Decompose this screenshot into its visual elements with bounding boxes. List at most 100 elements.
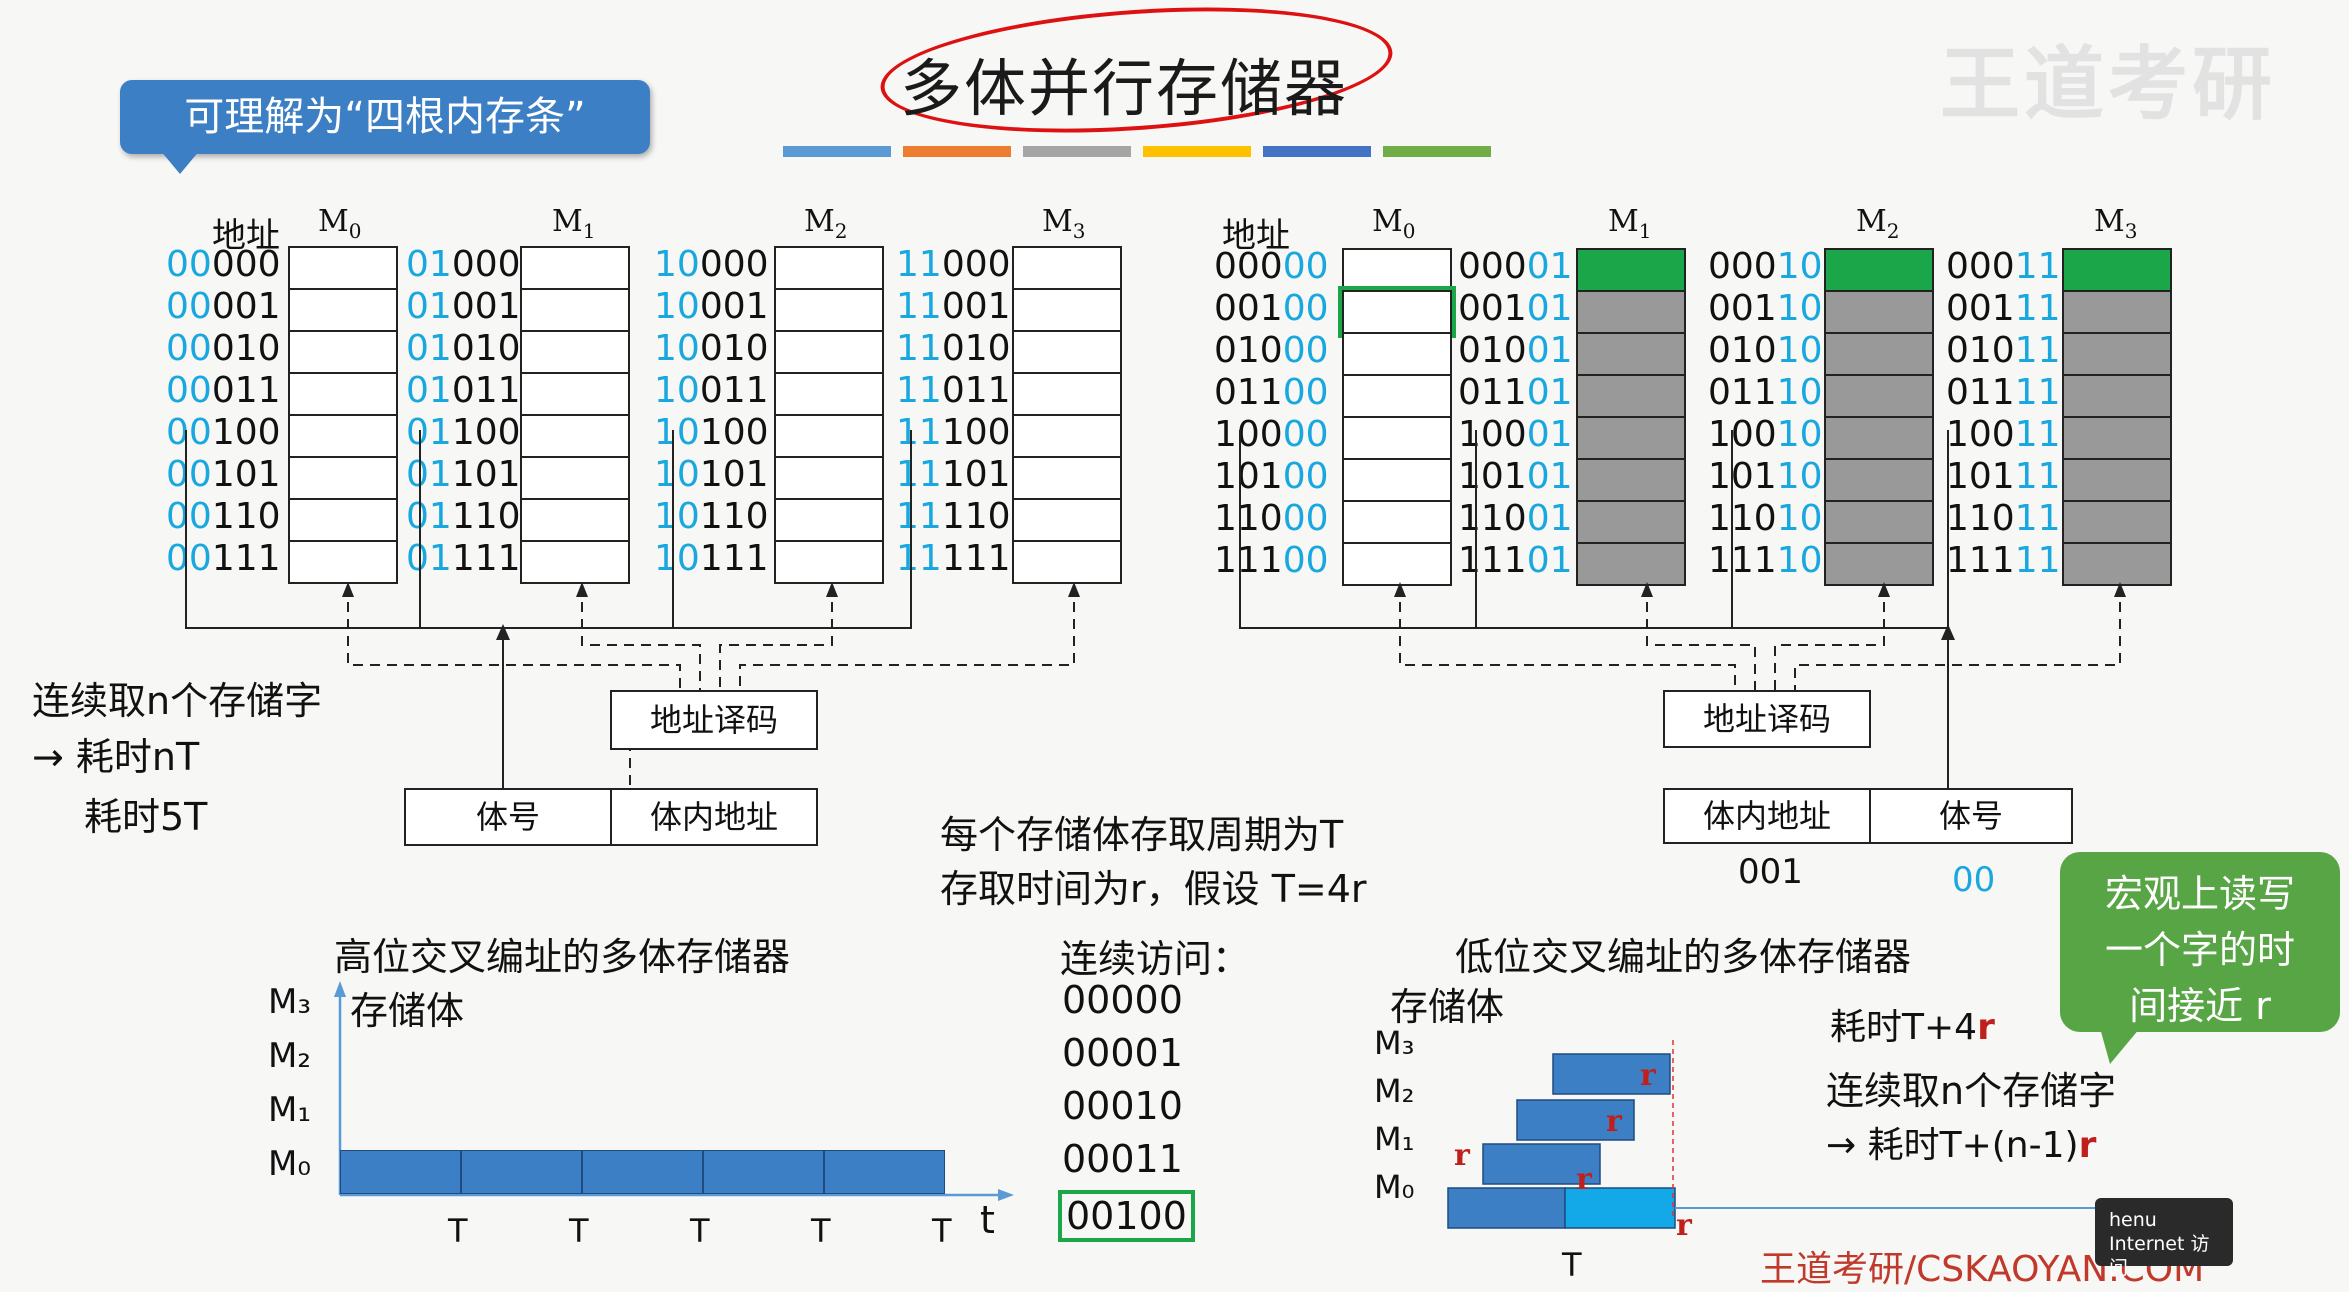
module-sub: 3 xyxy=(2124,219,2138,243)
right-address-2-4: 10010 xyxy=(1708,414,1823,456)
left-address-3-2: 11010 xyxy=(896,328,1011,370)
high-chart-ylabel: 存储体 xyxy=(350,989,465,1033)
right-module-header-3: M3 xyxy=(2094,204,2137,243)
bank-bits: 00 xyxy=(1282,246,1329,287)
right-memory-cell xyxy=(1342,542,1452,586)
right-memory-cell xyxy=(1824,290,1934,334)
left-address-2-2: 10010 xyxy=(654,328,769,370)
bank-bits: 01 xyxy=(1526,246,1573,287)
inner-bits: 011 xyxy=(1214,372,1283,413)
bank-bits: 11 xyxy=(2014,498,2061,539)
bank-bits: 00 xyxy=(166,244,212,285)
high-chart-tick: T xyxy=(690,1212,710,1250)
inner-bits: 000 xyxy=(941,244,1011,285)
green-callout-tail xyxy=(2100,1028,2140,1064)
inner-bits: 111 xyxy=(451,538,521,579)
low-bar-m2 xyxy=(1516,1099,1635,1141)
color-bar-2 xyxy=(903,146,1011,157)
inner-bits: 110 xyxy=(1458,498,1527,539)
left-address-2-0: 10000 xyxy=(654,244,769,286)
right-address-0-4: 10000 xyxy=(1214,414,1329,456)
inner-bits: 100 xyxy=(451,412,521,453)
left-address-1-3: 01011 xyxy=(406,370,521,412)
inner-bits: 000 xyxy=(699,244,769,285)
inner-bits: 111 xyxy=(699,538,769,579)
page-title: 多体并行存储器 xyxy=(900,52,1349,125)
inner-bits: 110 xyxy=(211,496,281,537)
inner-bits: 011 xyxy=(1708,372,1777,413)
module-sub: 1 xyxy=(582,219,596,243)
inner-bits: 101 xyxy=(211,454,281,495)
left-note-line2: → 耗时nT xyxy=(32,735,200,779)
inner-bits: 100 xyxy=(1946,414,2015,455)
bank-bits: 11 xyxy=(2014,414,2061,455)
left-address-1-0: 01000 xyxy=(406,244,521,286)
bank-bits: 11 xyxy=(896,244,942,285)
bank-bits: 00 xyxy=(1282,330,1329,371)
right-address-0-1: 00100 xyxy=(1214,288,1329,330)
sequence-item: 00011 xyxy=(1062,1137,1183,1181)
inner-bits: 100 xyxy=(211,412,281,453)
left-memory-cell xyxy=(1012,456,1122,500)
inner-bits: 001 xyxy=(1946,288,2015,329)
r-mark-m3: r xyxy=(1640,1058,1656,1093)
right-address-0-7: 11100 xyxy=(1214,540,1329,582)
bank-bits: 01 xyxy=(1526,540,1573,581)
high-chart-row-label: M₂ xyxy=(268,1036,311,1076)
module-name: M xyxy=(318,204,349,239)
inner-bits: 100 xyxy=(941,412,1011,453)
inner-bits: 101 xyxy=(1214,456,1283,497)
right-address-0-3: 01100 xyxy=(1214,372,1329,414)
right-address-1-0: 00001 xyxy=(1458,246,1573,288)
bank-bits: 00 xyxy=(1282,498,1329,539)
module-sub: 0 xyxy=(1402,219,1416,243)
right-address-1-7: 11101 xyxy=(1458,540,1573,582)
right-memory-cell xyxy=(2062,332,2172,376)
left-address-1-4: 01100 xyxy=(406,412,521,454)
left-decoder-box: 地址译码 xyxy=(610,690,818,750)
high-chart-bar xyxy=(582,1150,703,1194)
left-address-3-0: 11000 xyxy=(896,244,1011,286)
inner-bits: 010 xyxy=(1458,330,1527,371)
bank-bits: 00 xyxy=(166,286,212,327)
left-memory-cell xyxy=(288,498,398,542)
left-address-0-1: 00001 xyxy=(166,286,281,328)
bank-bits: 01 xyxy=(1526,330,1573,371)
bank-bits: 11 xyxy=(896,370,942,411)
r-mark-m2: r xyxy=(1606,1104,1622,1139)
high-chart-tick: T xyxy=(811,1212,831,1250)
bank-bits: 01 xyxy=(406,244,452,285)
left-module-header-2: M2 xyxy=(804,204,847,243)
low-chart-row-label: M₃ xyxy=(1374,1024,1415,1062)
left-module-header-1: M1 xyxy=(552,204,595,243)
inner-bits: 111 xyxy=(211,538,281,579)
left-address-0-4: 00100 xyxy=(166,412,281,454)
watermark-logo: 王道考研 xyxy=(1940,38,2276,131)
bank-bits: 10 xyxy=(654,370,700,411)
low-note-line2: → 耗时T+(n-1)r xyxy=(1826,1125,2097,1166)
low-bar-m0-first xyxy=(1447,1187,1566,1229)
inner-bits: 000 xyxy=(1214,246,1283,287)
inner-bits: 100 xyxy=(1214,414,1283,455)
inner-bits: 010 xyxy=(1214,330,1283,371)
r-mark-m1: r xyxy=(1454,1138,1470,1173)
bank-bits: 01 xyxy=(406,538,452,579)
left-address-2-7: 10111 xyxy=(654,538,769,580)
right-address-2-0: 00010 xyxy=(1708,246,1823,288)
right-memory-cell xyxy=(1342,500,1452,544)
bank-bits: 00 xyxy=(166,328,212,369)
left-address-2-6: 10110 xyxy=(654,496,769,538)
bank-bits: 10 xyxy=(654,538,700,579)
module-name: M xyxy=(1372,204,1403,239)
left-address-3-1: 11001 xyxy=(896,286,1011,328)
bank-bits: 10 xyxy=(1776,540,1823,581)
left-memory-cell xyxy=(774,540,884,584)
inner-bits: 101 xyxy=(1458,456,1527,497)
low-chart-tick: T xyxy=(1562,1246,1582,1284)
module-name: M xyxy=(552,204,583,239)
inner-bits: 011 xyxy=(699,370,769,411)
left-memory-cell xyxy=(288,540,398,584)
inner-bits: 000 xyxy=(1458,246,1527,287)
left-module-header-0: M0 xyxy=(318,204,361,243)
